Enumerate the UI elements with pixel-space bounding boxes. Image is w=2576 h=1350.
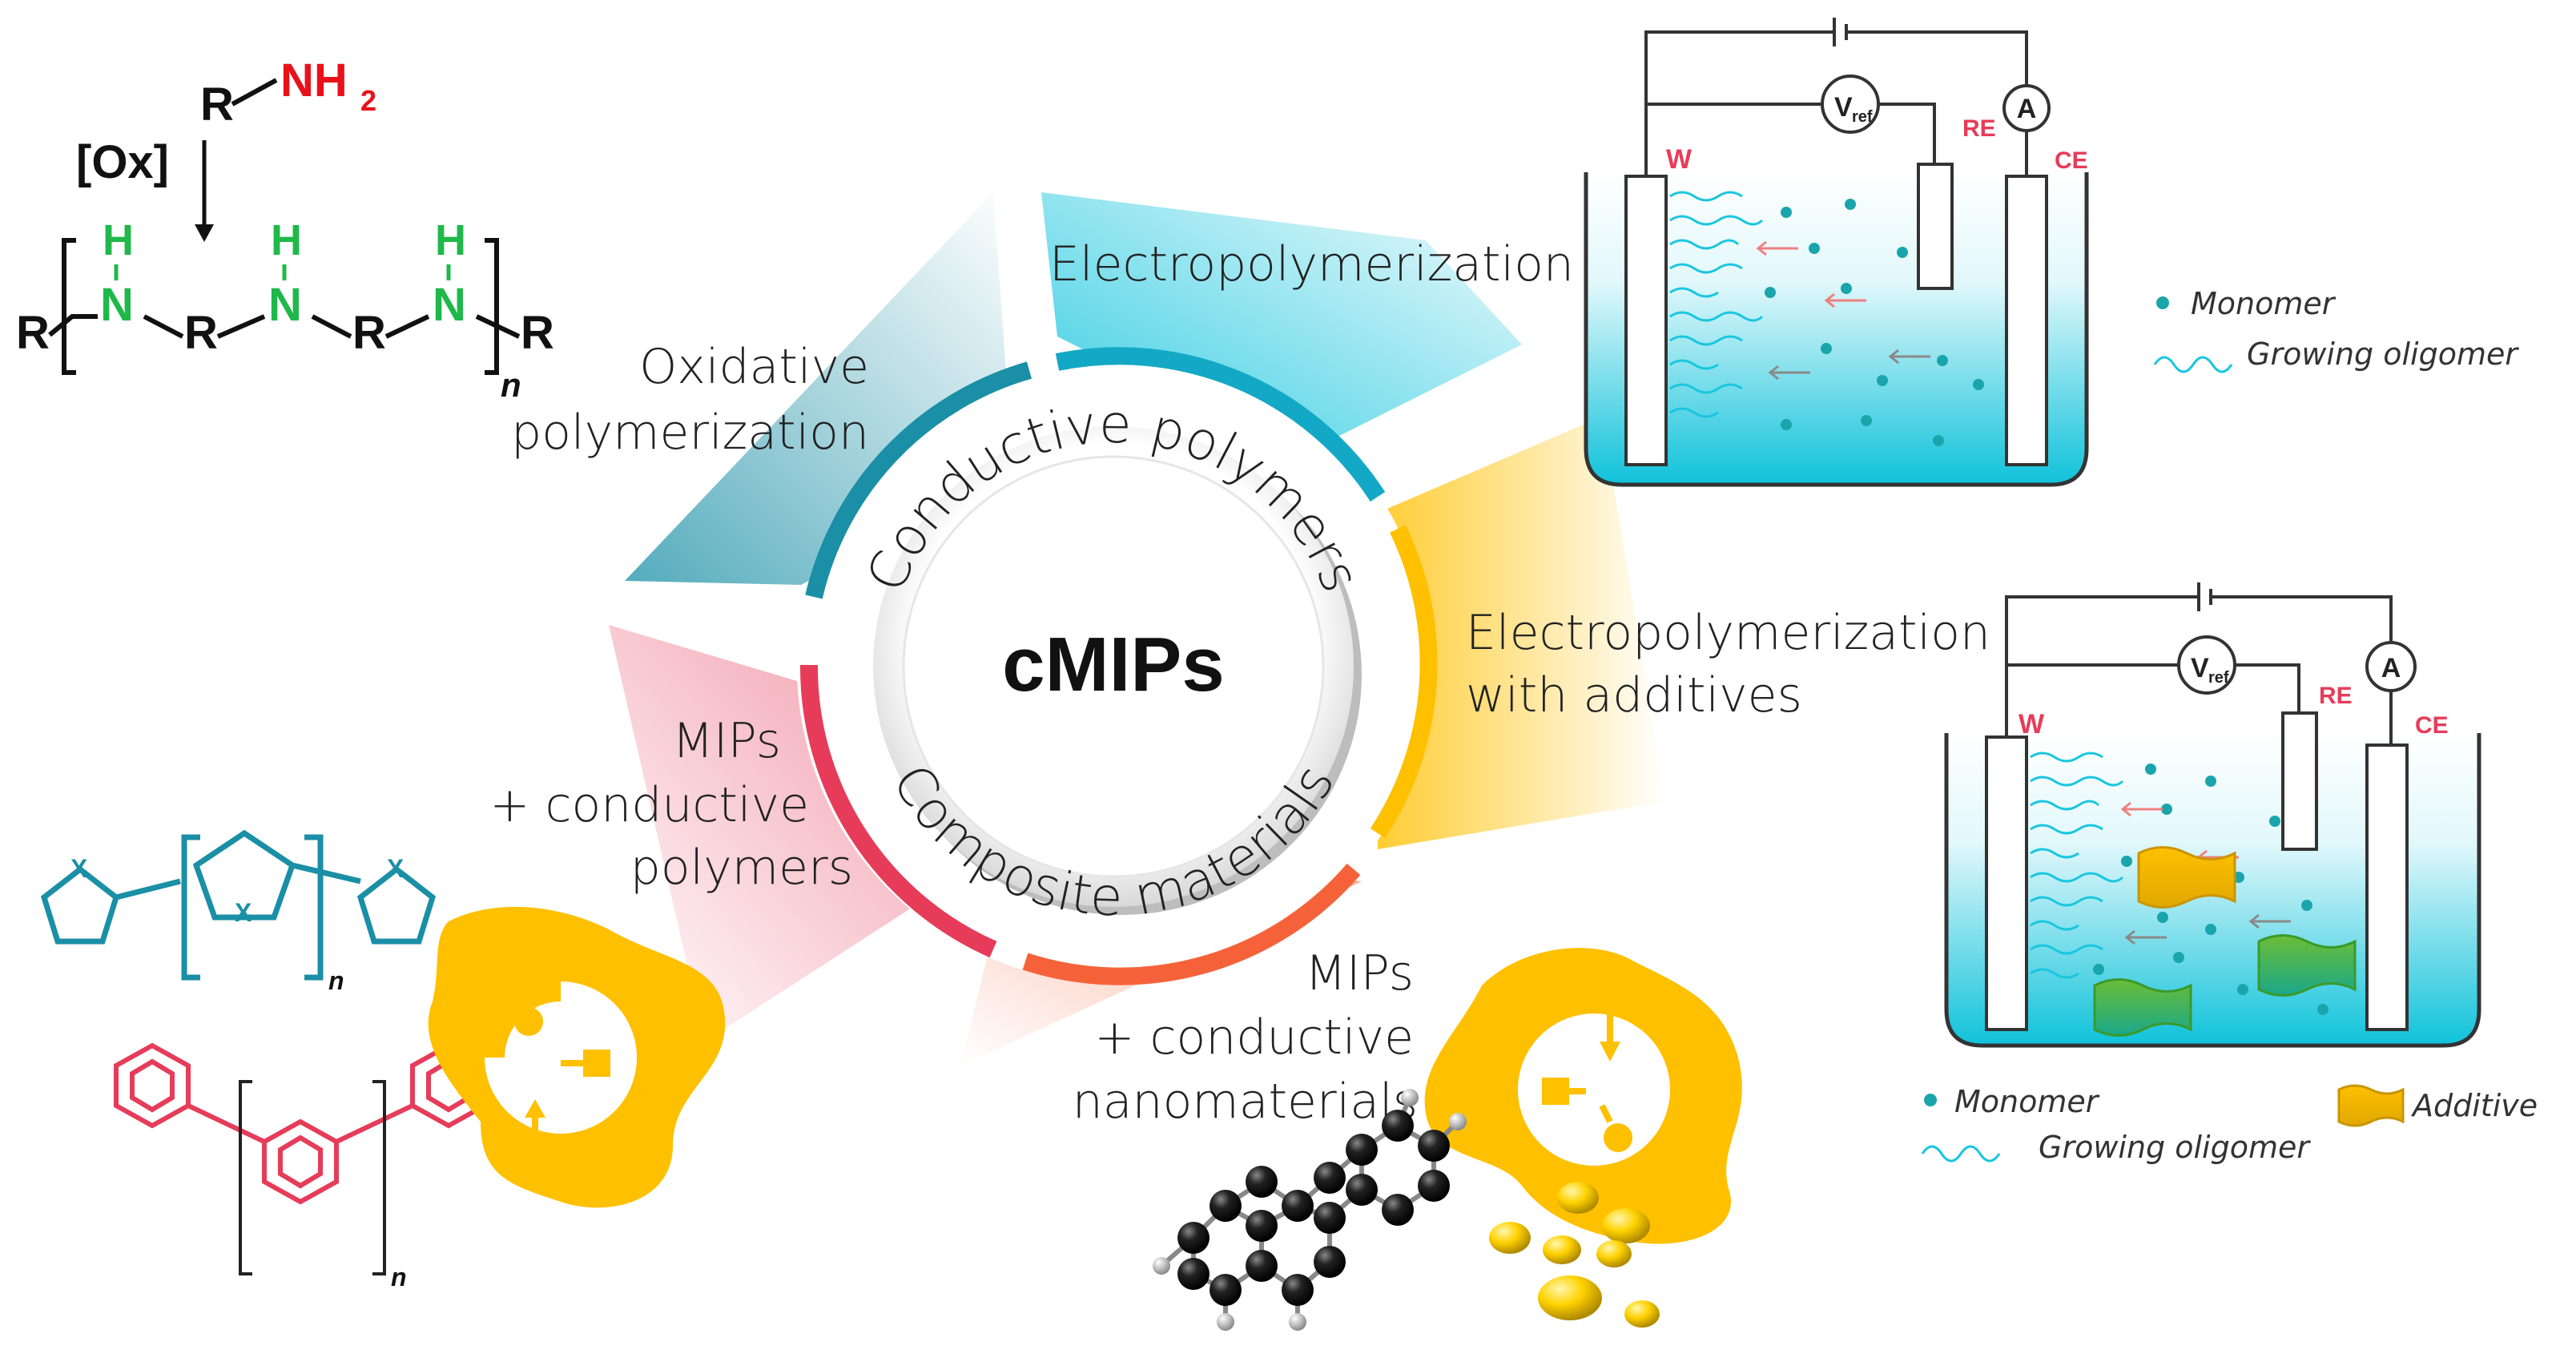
chem-H2: H [271, 216, 302, 264]
thiophene-X3: X [387, 854, 405, 883]
chem-N2: N [268, 279, 302, 331]
ring-arc-yellow [1370, 525, 1438, 839]
cell2-RE: RE [2319, 683, 2353, 709]
label-mips-nano-1: MIPs [1305, 945, 1414, 1001]
chem-NH2-sub: 2 [360, 84, 376, 117]
label-mips-nano-3: nanomaterials [1073, 1074, 1418, 1130]
cell1-legend-oligomer-icon [2153, 356, 2233, 373]
cell1-vref: V [1834, 92, 1853, 123]
cell1-legend-monomer-dot [2156, 296, 2169, 309]
label-electro-additives-1: Electropolymerization [1466, 605, 1990, 661]
arrow-down-icon [195, 224, 214, 242]
ring-arc-orange [1022, 863, 1361, 985]
ring-arc-red [799, 664, 997, 958]
cell2-legend-monomer: Monomer [1954, 1084, 2100, 1119]
label-oxidative-2: polymerization [511, 405, 869, 461]
label-oxidative-1: Oxidative [639, 339, 869, 395]
chem-N3: N [433, 279, 466, 331]
center-title: cMIPs [1002, 622, 1224, 707]
chem-R-mid2: R [352, 307, 386, 359]
label-electro-additives-2: with additives [1466, 667, 1802, 723]
oxidative-scheme: R NH 2 [Ox] R R R R N N N H H H [16, 54, 554, 404]
cell2-legend-additive-icon [2337, 1084, 2405, 1127]
cell2-legend-oligomer: Growing oligomer [2039, 1130, 2311, 1165]
chem-R-left: R [16, 307, 50, 359]
ring-arc-teal [805, 361, 1032, 599]
cell1-legend-oligomer: Growing oligomer [2247, 336, 2519, 372]
cell2-W: W [2019, 709, 2045, 739]
cell2-legend-monomer-dot [1924, 1094, 1937, 1106]
mip-cavity-left [428, 906, 726, 1208]
graphene-molecule [1153, 1089, 1467, 1331]
label-mips-polymers-2: + conductive [489, 777, 809, 833]
thiophene-X1: X [70, 854, 88, 883]
cell1-RE: RE [1962, 115, 1996, 142]
thiophene-X2: X [235, 898, 252, 927]
cell2-vref-sub: ref [2208, 669, 2229, 687]
cell2-CE: CE [2415, 712, 2449, 739]
electrochemical-cell-2: V ref A W RE CE [1944, 582, 2481, 1048]
polyphenylene-n: n [391, 1263, 407, 1292]
mip-cavity-right [1424, 948, 1742, 1244]
cell2-vref: V [2191, 653, 2209, 683]
cell1-ammeter: A [2017, 94, 2037, 124]
cell1-W: W [1666, 144, 1693, 175]
label-mips-polymers-1: MIPs [672, 713, 781, 769]
mips-polymers-fan [609, 625, 977, 1042]
electrochemical-cell-1: V ref A W RE CE [1584, 18, 2089, 487]
chem-R-mid1: R [184, 307, 218, 359]
cell2-ammeter: A [2381, 653, 2401, 683]
chem-H1: H [103, 216, 134, 264]
thiophene-n: n [328, 966, 344, 995]
polyphenylene-brackets [239, 1080, 386, 1275]
chem-ox: [Ox] [76, 136, 169, 188]
polythiophene-structure [40, 829, 437, 981]
electropolymerization-fan [1041, 192, 1522, 457]
chem-R-right: R [521, 307, 554, 359]
chem-H3: H [435, 216, 466, 264]
label-mips-polymers-3: polymers [630, 840, 853, 896]
ring-arc-cyan [1055, 347, 1386, 502]
cell2-legend-additive: Additive [2410, 1088, 2538, 1123]
center-core [902, 455, 1325, 878]
chem-R-top: R [200, 79, 234, 131]
label-mips-nano-2: + conductive [1094, 1009, 1414, 1066]
polyphenylene-structure [114, 1042, 487, 1205]
chem-N1: N [100, 279, 134, 331]
cell1-CE: CE [2055, 147, 2088, 174]
chem-NH2: NH [280, 54, 348, 107]
chem-n-subscript: n [501, 366, 521, 404]
gold-nanoparticles [1489, 1182, 1660, 1328]
cell1-legend-monomer: Monomer [2191, 286, 2337, 321]
cell1-vref-sub: ref [1852, 108, 1873, 126]
cell2-legend-oligomer-icon [1921, 1145, 2001, 1163]
label-electropolymerization: Electropolymerization [1049, 236, 1574, 292]
additives-fan [1378, 417, 1666, 849]
